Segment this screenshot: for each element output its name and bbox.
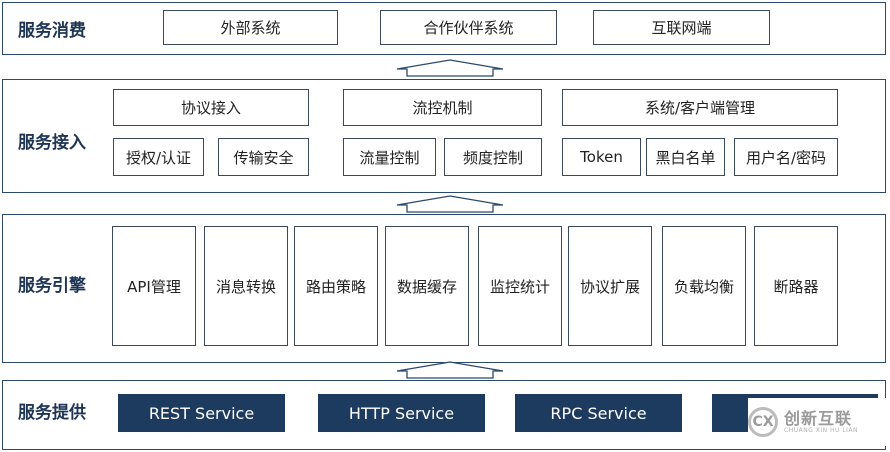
consumer-external-system: 外部系统: [163, 10, 338, 45]
watermark-name-cn: 创新互联: [784, 408, 853, 428]
access-username-password: 用户名/密码: [734, 138, 838, 176]
engine-data-cache: 数据缓存: [385, 226, 469, 346]
service-rest: REST Service: [118, 394, 285, 432]
watermark: CX 创新互联 CHUANG XIN HU LIAN: [748, 398, 886, 446]
watermark-logo-icon: CX: [748, 407, 778, 437]
consumer-internet: 互联网端: [593, 10, 770, 45]
access-traffic-control: 流量控制: [343, 138, 436, 176]
access-group-client-management: 系统/客户端管理: [562, 89, 838, 126]
up-arrow-icon: [396, 59, 504, 77]
engine-load-balancing: 负载均衡: [662, 226, 746, 346]
layer-title-engine: 服务引擎: [18, 276, 86, 296]
engine-monitoring: 监控统计: [478, 226, 562, 346]
access-auth: 授权/认证: [113, 138, 204, 176]
access-blackwhite-list: 黑白名单: [646, 138, 725, 176]
layer-title-access: 服务接入: [18, 133, 86, 153]
up-arrow-icon: [396, 195, 504, 213]
engine-routing-policy: 路由策略: [294, 226, 378, 346]
consumer-partner-system: 合作伙伴系统: [380, 10, 557, 45]
access-frequency-control: 频度控制: [444, 138, 542, 176]
service-rpc: RPC Service: [515, 394, 682, 432]
watermark-name-en: CHUANG XIN HU LIAN: [784, 426, 859, 434]
engine-circuit-breaker: 断路器: [754, 226, 838, 346]
engine-api-management: API管理: [112, 226, 196, 346]
access-group-protocol: 协议接入: [113, 89, 309, 126]
engine-message-transform: 消息转换: [204, 226, 288, 346]
access-transport-security: 传输安全: [218, 138, 309, 176]
access-group-flow-control: 流控机制: [343, 89, 542, 126]
access-token: Token: [562, 138, 641, 176]
layer-title-consume: 服务消费: [18, 21, 86, 41]
layer-title-provide: 服务提供: [18, 403, 86, 423]
up-arrow-icon: [396, 361, 504, 379]
engine-protocol-extension: 协议扩展: [568, 226, 652, 346]
service-http: HTTP Service: [318, 394, 485, 432]
